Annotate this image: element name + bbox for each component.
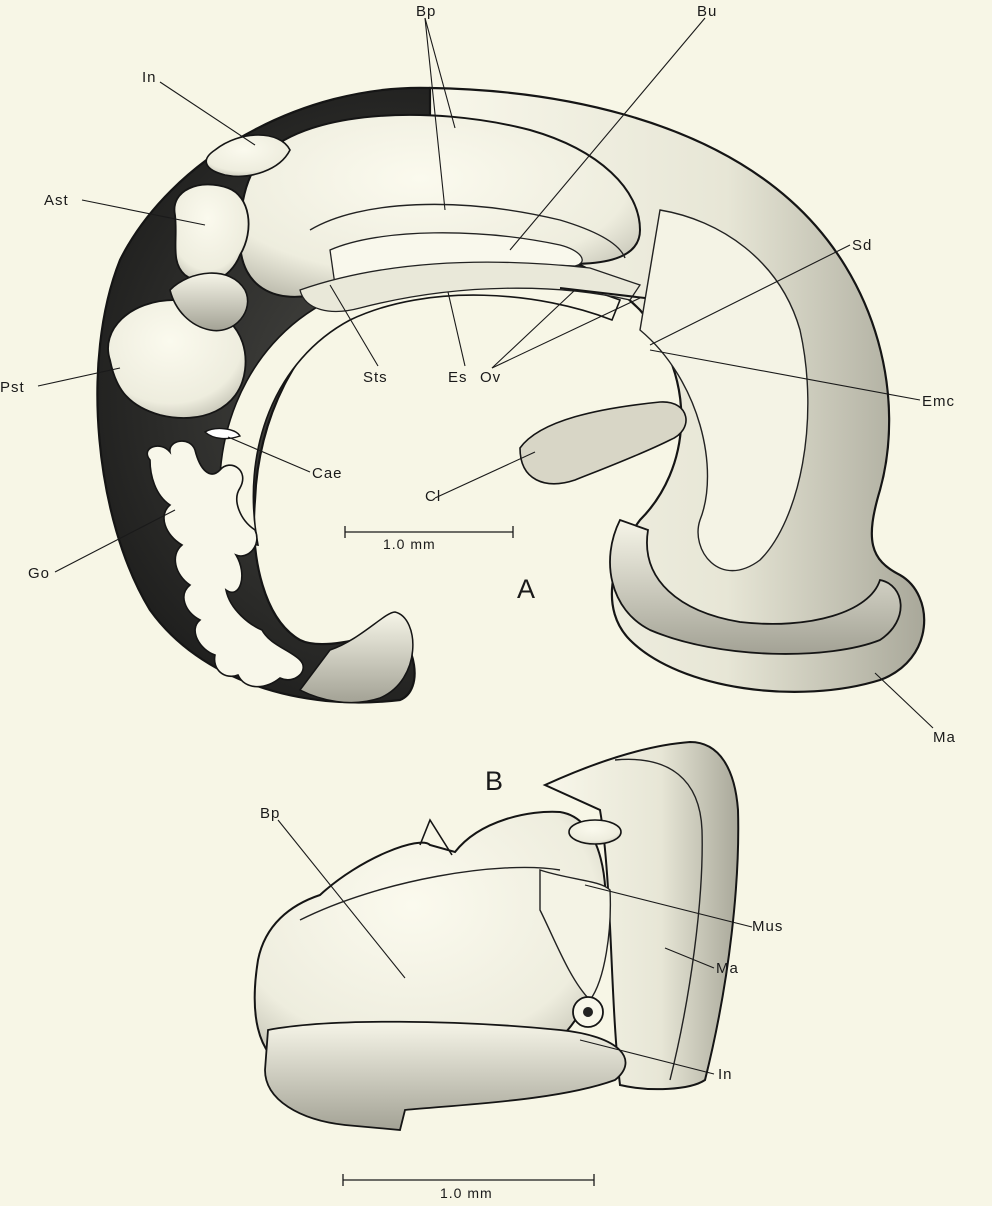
label-sd: Sd: [852, 237, 872, 254]
label-ma: Ma: [933, 729, 956, 746]
label-pst: Pst: [0, 379, 25, 396]
label-ov: Ov: [480, 369, 501, 386]
label-bu: Bu: [697, 3, 717, 20]
label-bp: Bp: [416, 3, 436, 20]
b-label-mus: Mus: [752, 918, 783, 935]
label-ast: Ast: [44, 192, 69, 209]
scale-bar-a-label: 1.0 mm: [383, 536, 436, 552]
panel-label-a: A: [517, 574, 535, 604]
label-go: Go: [28, 565, 50, 582]
label-cl: Cl: [425, 488, 441, 505]
b-intestine: [265, 1022, 626, 1130]
b-eye: [583, 1007, 593, 1017]
label-es: Es: [448, 369, 468, 386]
columellar-muscle: [520, 402, 686, 484]
figure-b: Bp Mus Ma In B 1.0 mm: [255, 742, 784, 1201]
scale-bar-b: 1.0 mm: [343, 1174, 594, 1201]
figure-a: Bp Bu In Ast Sd Pst Sts Es Ov Emc Cae Cl…: [0, 3, 956, 746]
b-knob: [569, 820, 621, 844]
b-label-ma: Ma: [716, 960, 739, 977]
b-label-in: In: [718, 1066, 733, 1083]
label-cae: Cae: [312, 465, 343, 482]
scale-bar-a: 1.0 mm: [345, 526, 513, 552]
label-in: In: [142, 69, 157, 86]
label-sts: Sts: [363, 369, 388, 386]
scale-bar-b-label: 1.0 mm: [440, 1185, 493, 1201]
panel-label-b: B: [485, 766, 503, 796]
label-emc: Emc: [922, 393, 955, 410]
b-label-bp: Bp: [260, 805, 280, 822]
